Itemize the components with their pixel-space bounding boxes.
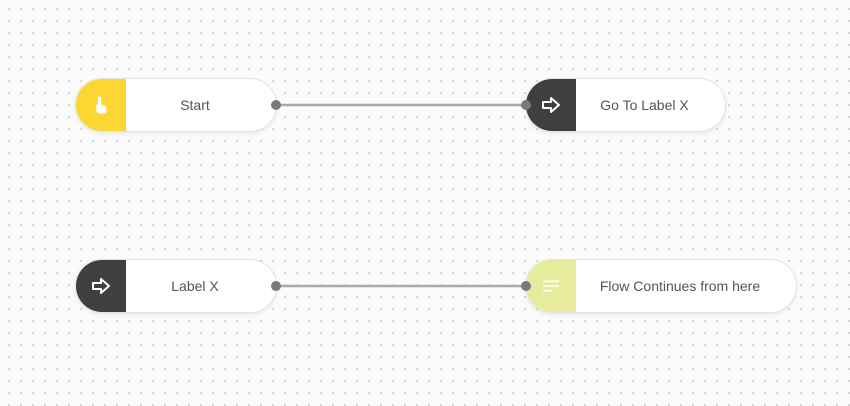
goto-label-node-icon-block: [526, 79, 576, 131]
start-node-output-port[interactable]: [271, 100, 281, 110]
start-node-icon-block: [76, 79, 126, 131]
label-x-node-output-port[interactable]: [271, 281, 281, 291]
arrow-right-icon: [92, 278, 110, 294]
label-x-node-icon-block: [76, 260, 126, 312]
label-x-node[interactable]: Label X: [76, 260, 281, 312]
start-node[interactable]: Start: [76, 79, 281, 131]
hand-pointer-icon: [96, 96, 107, 114]
flow-continues-node-icon-block: [526, 260, 576, 312]
flow-continues-node-input-port[interactable]: [521, 281, 531, 291]
label-x-node-label: Label X: [171, 278, 219, 294]
text-lines-icon: [543, 280, 559, 292]
flow-continues-node[interactable]: Flow Continues from here: [521, 260, 796, 312]
goto-label-node[interactable]: Go To Label X: [521, 79, 725, 131]
goto-label-node-label: Go To Label X: [600, 97, 689, 113]
goto-label-node-input-port[interactable]: [521, 100, 531, 110]
start-node-label: Start: [180, 97, 210, 113]
flow-continues-node-label: Flow Continues from here: [599, 278, 761, 294]
arrow-right-icon: [542, 97, 560, 113]
